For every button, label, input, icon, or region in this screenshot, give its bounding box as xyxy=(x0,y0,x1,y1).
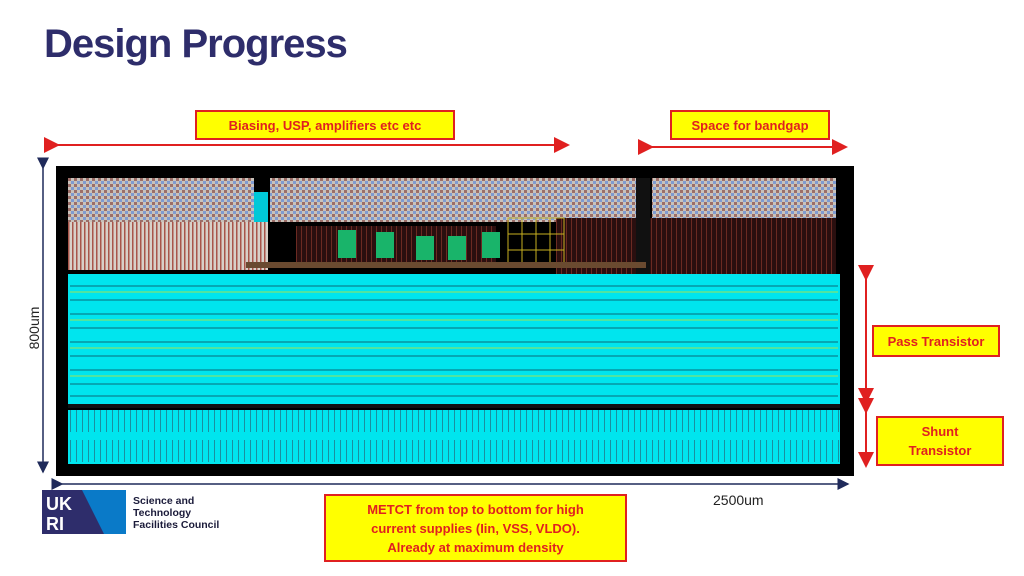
callout-metct: METCT from top to bottom for high curren… xyxy=(324,494,627,562)
callout-pass-text: Pass Transistor xyxy=(887,333,985,349)
width-dimension-label: 2500um xyxy=(713,492,764,508)
routing-grid xyxy=(507,217,565,265)
callout-biasing-text: Biasing, USP, amplifiers etc etc xyxy=(228,117,422,133)
callout-metct-line1: METCT from top to bottom for high xyxy=(367,501,584,517)
logic-block-left xyxy=(68,178,254,222)
svg-text:UK: UK xyxy=(46,494,72,514)
logic-block-mid xyxy=(270,178,636,222)
separator-bar xyxy=(68,404,840,408)
amplifier-devices xyxy=(338,230,500,260)
ukri-mark-wedge xyxy=(82,490,126,534)
pass-transistor-region xyxy=(68,274,840,404)
callout-shunt-line2: Transistor xyxy=(908,443,972,458)
stfc-line2: Technology xyxy=(133,507,192,519)
page-title: Design Progress xyxy=(44,22,348,66)
stfc-line3: Facilities Council xyxy=(133,519,220,531)
svg-text:RI: RI xyxy=(46,514,64,534)
chip-layout-image xyxy=(56,166,854,476)
stfc-line1: Science and xyxy=(133,495,195,507)
callout-pass-transistor: Pass Transistor xyxy=(872,325,1000,357)
shunt-transistor-region xyxy=(68,410,840,464)
callout-shunt-transistor: Shunt Transistor xyxy=(876,416,1004,466)
ukri-logo: UK RI xyxy=(42,490,126,534)
callout-metct-line3: Already at maximum density xyxy=(387,539,564,555)
callout-bandgap: Space for bandgap xyxy=(670,110,830,140)
callout-metct-line2: current supplies (Iin, VSS, VLDO). xyxy=(371,520,580,536)
analog-region xyxy=(68,222,268,270)
cyan-block-small xyxy=(254,192,268,222)
height-dimension-label: 800um xyxy=(26,306,42,350)
stfc-wordmark: Science and Technology Facilities Counci… xyxy=(133,495,219,531)
bandgap-space xyxy=(636,178,650,274)
logic-block-right xyxy=(652,178,836,218)
callout-bandgap-text: Space for bandgap xyxy=(691,117,809,133)
bus-strip xyxy=(246,262,646,268)
pass-transistor-lines xyxy=(70,285,838,397)
callout-shunt-line1: Shunt xyxy=(921,424,959,439)
callout-biasing: Biasing, USP, amplifiers etc etc xyxy=(195,110,455,140)
pass-transistor-yellow-lines xyxy=(70,291,838,377)
